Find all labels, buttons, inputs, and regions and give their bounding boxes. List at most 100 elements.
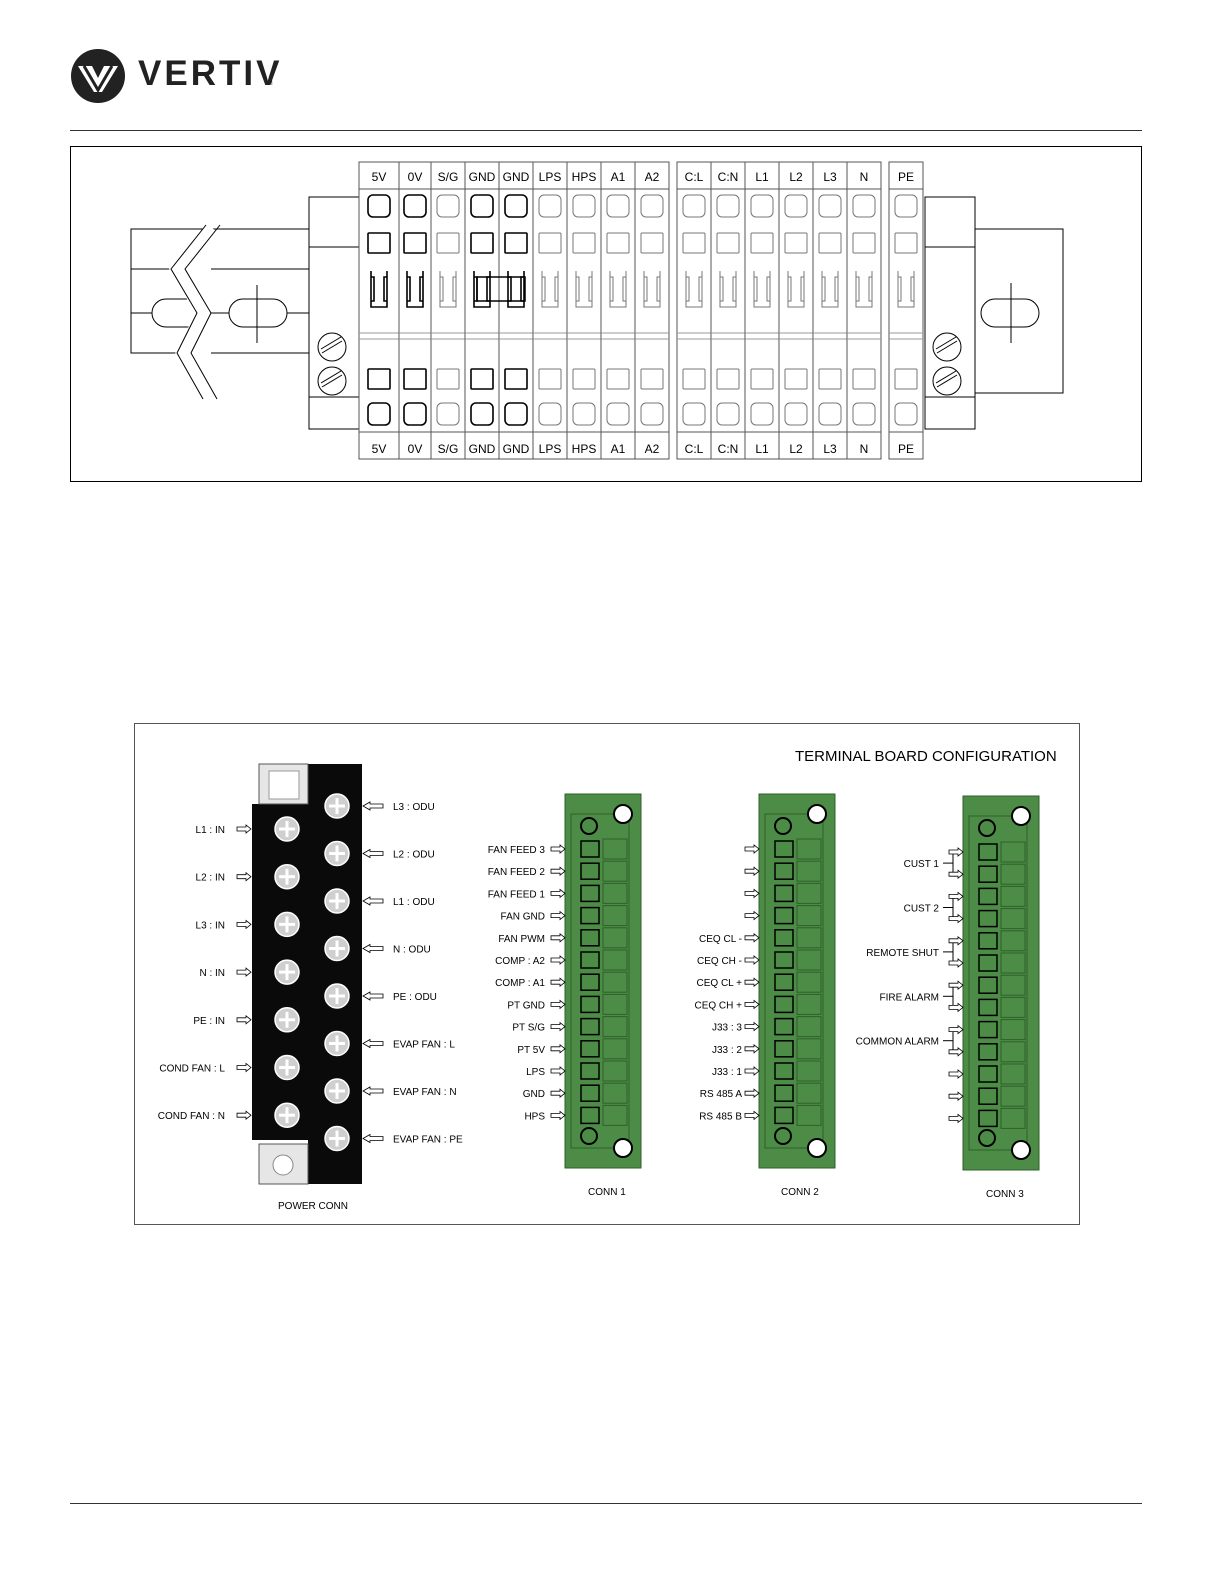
- pin-socket: [580, 951, 600, 969]
- conn1-label: PT S/G: [512, 1023, 545, 1034]
- arrow-right-icon: [550, 1088, 566, 1099]
- conn2-label: CEQ CL +: [697, 978, 743, 989]
- conn2-label: RS 485 B: [699, 1111, 742, 1122]
- pin-socket: [978, 976, 998, 994]
- arrow-right-icon: [948, 1046, 964, 1057]
- screw-icon: [274, 959, 300, 985]
- arrow-right-icon: [236, 967, 252, 977]
- arrow-right-icon: [236, 919, 252, 930]
- rail-break-line-2: [184, 224, 221, 400]
- conn1-label: COMP : A1: [495, 978, 545, 989]
- screw-icon: [324, 1125, 350, 1152]
- arrow-right-icon: [948, 1069, 964, 1079]
- arrow-right-icon: [550, 910, 566, 921]
- vertiv-logo-icon: [71, 49, 125, 103]
- terminal-label-bottom: C:L: [685, 442, 704, 456]
- conn2-label: RS 485 A: [700, 1089, 743, 1100]
- arrow-right-icon: [744, 1066, 760, 1076]
- arrow-right-icon: [744, 1021, 760, 1032]
- pin-socket: [580, 973, 600, 991]
- conn2-label: CEQ CL -: [699, 934, 742, 945]
- screw-hole-icon: [580, 1127, 598, 1145]
- brand-name: VERTIV: [138, 54, 283, 93]
- terminal-label-bottom: 5V: [372, 442, 387, 456]
- power-right-label: PE : ODU: [393, 992, 437, 1003]
- screw-icon: [274, 863, 300, 890]
- arrow-right-icon: [550, 932, 566, 943]
- arrow-right-icon: [550, 866, 566, 877]
- pin-socket: [580, 862, 600, 880]
- rail-slot-left-2: [228, 298, 288, 328]
- power-right-label: N : ODU: [393, 945, 431, 956]
- pin-socket: [580, 884, 600, 903]
- conn1-label: FAN PWM: [498, 934, 545, 945]
- power-right-label: EVAP FAN : N: [393, 1087, 457, 1098]
- terminal-label-bottom: A2: [645, 442, 660, 456]
- conn3-group-label: REMOTE SHUT: [866, 948, 939, 959]
- mount-hole-icon: [807, 804, 827, 824]
- conn1-label: FAN GND: [501, 912, 545, 923]
- arrow-right-icon: [744, 844, 760, 854]
- pin-socket: [774, 840, 794, 858]
- arrow-right-icon: [550, 1110, 566, 1121]
- power-left-label: L2 : IN: [196, 873, 225, 884]
- pin-socket: [978, 954, 998, 972]
- screw-hole-icon: [774, 1127, 792, 1145]
- screw-icon: [274, 911, 300, 938]
- conn2-label: CEQ CH +: [694, 1000, 742, 1011]
- pin-socket: [580, 929, 600, 947]
- screw-icon: [274, 816, 300, 842]
- terminal-label-bottom: PE: [898, 442, 914, 456]
- screw-hole-icon: [978, 1129, 996, 1147]
- arrow-right-icon: [236, 1110, 252, 1121]
- terminal-label-top: L3: [823, 170, 837, 184]
- conn1-label: FAN FEED 2: [488, 867, 546, 878]
- pin-socket: [774, 973, 794, 991]
- terminal-label-bottom: S/G: [438, 442, 459, 456]
- terminal-cl-9: C:LC:L: [676, 161, 712, 460]
- pin-socket: [978, 1020, 998, 1039]
- screw-hole-icon: [978, 819, 996, 837]
- arrow-right-icon: [236, 1062, 252, 1073]
- pin-socket: [978, 1109, 998, 1128]
- screw-icon: [274, 1054, 300, 1081]
- terminal-strip-drawing: 5V5V0V0VS/GS/GGNDGNDGNDGNDLPSLPSHPSHPSA1…: [130, 161, 1064, 460]
- terminal-label-bottom: 0V: [408, 442, 423, 456]
- terminal-label-top: HPS: [572, 170, 597, 184]
- terminal-label-top: C:N: [718, 170, 739, 184]
- arrow-right-icon: [744, 999, 760, 1010]
- pin-socket: [978, 1043, 998, 1061]
- power-right-label: L2 : ODU: [393, 850, 435, 861]
- arrow-right-icon: [744, 888, 760, 899]
- arrow-right-icon: [550, 999, 566, 1010]
- conn1-label: GND: [523, 1089, 545, 1100]
- screw-icon: [324, 888, 350, 914]
- terminal-label-top: GND: [503, 170, 530, 184]
- pin-socket: [774, 995, 794, 1014]
- pin-socket: [774, 906, 794, 925]
- arrow-right-icon: [550, 888, 566, 899]
- mount-hole-icon: [1011, 806, 1031, 826]
- arrow-right-icon: [550, 977, 566, 988]
- conn2-caption: CONN 2: [781, 1187, 819, 1198]
- arrow-right-icon: [744, 1110, 760, 1121]
- screw-icon: [324, 840, 350, 867]
- conn2-label: J33 : 1: [712, 1067, 742, 1078]
- pin-socket: [774, 1062, 794, 1080]
- terminal-label-top: S/G: [438, 170, 459, 184]
- terminal-label-bottom: L3: [823, 442, 837, 456]
- arrow-right-icon: [948, 1024, 964, 1035]
- arrow-right-icon: [744, 955, 760, 965]
- clamp-screw-icon: [932, 332, 962, 362]
- pin-socket: [774, 884, 794, 903]
- terminal-label-bottom: GND: [503, 442, 530, 456]
- clamp-screw-icon: [317, 366, 347, 396]
- arrow-left-icon: [362, 848, 384, 859]
- pin-socket: [580, 1084, 600, 1102]
